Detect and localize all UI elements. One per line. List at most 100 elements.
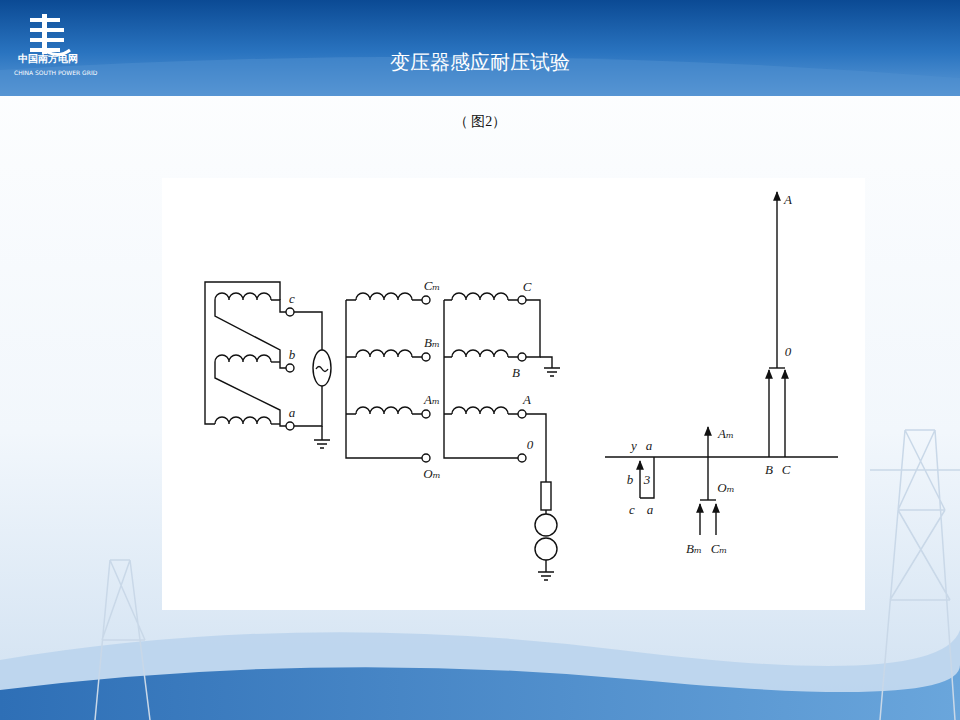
phasor-label: 0 [785, 345, 792, 359]
circuit-wiring [526, 300, 540, 357]
circuit-wiring [271, 423, 280, 424]
logo-mark [30, 38, 64, 42]
circuit-wiring [452, 350, 508, 357]
logo-mark [30, 48, 60, 52]
circuit-wiring [294, 312, 322, 350]
circuit-wiring [314, 426, 330, 448]
phasor-diagram [784, 370, 785, 457]
tower-watermark [95, 560, 150, 720]
circuit-wiring [356, 407, 412, 414]
phasor-label: Oₘ [717, 481, 734, 495]
logo-text: CHINA SOUTH POWER GRID [14, 70, 97, 77]
circuit-wiring [215, 293, 271, 300]
phasor-diagram [639, 461, 640, 498]
header-band [0, 0, 960, 96]
terminal-label: B [512, 366, 520, 380]
circuit-wiring [541, 482, 551, 510]
terminal-label: Cₘ [424, 279, 441, 293]
circuit-wiring [346, 300, 356, 414]
logo-mark [30, 14, 70, 55]
terminal-label: c [289, 292, 295, 306]
header-band [0, 0, 960, 96]
circuit-wiring [286, 308, 294, 316]
phasor-diagram [605, 192, 838, 535]
circuit-wiring [205, 282, 280, 424]
circuit-wiring [452, 407, 508, 414]
phasor-label: 3 [644, 473, 651, 487]
circuit-wiring [422, 353, 430, 361]
circuit-wiring [271, 361, 280, 362]
figure-caption: （ 图2） [454, 114, 507, 129]
circuit-wiring [356, 350, 412, 357]
circuit-wiring [444, 300, 518, 458]
phasor-label: b [627, 473, 634, 487]
circuit-wiring [346, 300, 422, 458]
phasor-label: A [784, 193, 792, 207]
phasor-diagram [605, 456, 838, 457]
circuit-wiring [452, 293, 508, 300]
circuit-wiring [215, 417, 271, 424]
circuit-wiring [422, 454, 430, 462]
phasor-diagram [707, 427, 708, 500]
circuit-wiring [215, 300, 286, 368]
circuit-wiring [518, 410, 526, 418]
circuit-wiring [535, 514, 557, 536]
logo-mark [30, 28, 64, 32]
circuit-wiring [518, 454, 526, 462]
circuit-wiring [518, 296, 526, 304]
phasor-label: Bₘ [686, 542, 702, 556]
terminal-label: b [289, 348, 296, 362]
logo-text: 中国南方电网 [18, 53, 78, 64]
phasor-label: Cₘ [711, 542, 728, 556]
circuit-wiring [313, 350, 331, 386]
tower-watermark [870, 430, 960, 720]
circuit-wiring [535, 538, 557, 560]
circuit-wiring [444, 300, 452, 414]
terminal-label: A [523, 393, 531, 407]
phasor-label: c [629, 503, 635, 517]
phasor-diagram [715, 504, 716, 535]
circuit-wiring [215, 362, 286, 426]
phasor-label: y [631, 439, 637, 453]
logo-mark [30, 18, 60, 22]
figure-panel [162, 178, 865, 610]
phasor-label: a [647, 503, 654, 517]
circuit-wiring [538, 560, 554, 580]
phasor-diagram [640, 457, 654, 498]
terminal-label: 0 [527, 438, 534, 452]
circuit-wiring [422, 410, 430, 418]
phasor-label: B [765, 463, 773, 477]
phasor-diagram [700, 499, 716, 500]
circuit-wiring [215, 355, 271, 362]
terminal-label: a [289, 406, 296, 420]
terminal-label: Bₘ [424, 336, 440, 350]
phasor-label: a [646, 439, 653, 453]
circuit-wiring [412, 300, 422, 414]
circuit-wiring [422, 296, 430, 304]
circuit-wiring [508, 300, 518, 414]
phasor-diagram [769, 367, 785, 368]
terminal-label: Aₘ [424, 393, 440, 407]
phasor-diagram [768, 370, 769, 457]
circuit-wiring [518, 353, 526, 361]
phasor-diagram [699, 504, 700, 535]
circuit-wiring [286, 422, 294, 430]
circuit-wiring [271, 300, 286, 312]
circuit-wiring [294, 386, 322, 426]
slide-title: 变压器感应耐压试验 [390, 51, 570, 73]
circuit-wiring [526, 414, 546, 482]
terminal-label: C [523, 280, 532, 294]
terminal-label: Oₘ [423, 467, 440, 481]
circuit-wiring [316, 367, 328, 372]
circuit-wiring [205, 282, 560, 580]
circuit-wiring [540, 357, 560, 376]
circuit-wiring [286, 364, 294, 372]
phasor-label: C [782, 463, 791, 477]
phasor-diagram [776, 192, 777, 368]
circuit-wiring [356, 293, 412, 300]
phasor-label: Aₘ [718, 427, 734, 441]
